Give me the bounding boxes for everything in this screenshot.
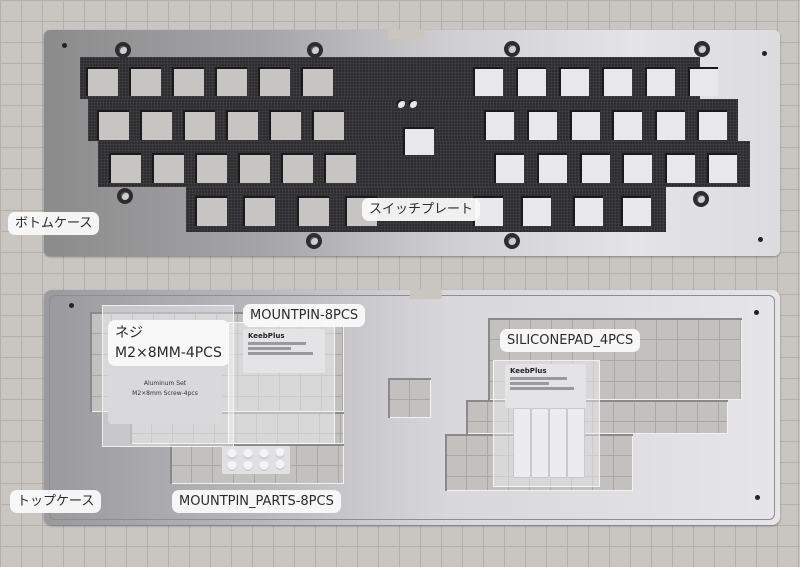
label-switch-plate: スイッチプレート <box>362 198 481 221</box>
switch-cutout <box>473 67 503 96</box>
switch-cutout <box>258 67 290 96</box>
switch-cutout <box>484 110 514 140</box>
switch-cutout <box>109 153 141 183</box>
silicone-pad <box>549 408 567 478</box>
screw-hole-icon <box>755 495 760 500</box>
mountpin-parts-sheet <box>222 446 290 474</box>
card-text-line <box>510 382 550 385</box>
switch-cutout <box>697 110 727 140</box>
mount-tab-icon <box>117 188 133 204</box>
mount-tab-icon <box>504 233 520 249</box>
switch-cutout <box>516 67 546 96</box>
screw-hole-icon <box>62 43 67 48</box>
switch-cutout <box>129 67 161 96</box>
card-text-line <box>248 342 306 345</box>
switch-cutout <box>86 67 118 96</box>
siliconepad-card: KeebPlus <box>505 364 586 408</box>
silicone-pad <box>531 408 549 478</box>
card-text-line <box>510 387 574 390</box>
screw-card-line2: M2×8mm Screw-4pcs <box>132 390 198 397</box>
bump-dot <box>227 449 237 459</box>
switch-cutout <box>527 110 557 140</box>
bump-dot <box>243 461 253 471</box>
switch-cutout <box>243 196 275 226</box>
label-screws: ネジ M2×8MM-4PCS <box>108 320 229 366</box>
switch-cutout <box>602 67 632 96</box>
mount-tab-icon <box>504 41 520 57</box>
screw-card: Aluminum Set M2×8mm Screw-4pcs <box>108 362 222 424</box>
switch-cutout <box>195 196 227 226</box>
switch-cutout <box>570 110 600 140</box>
screw-card-line1: Aluminum Set <box>143 380 187 387</box>
label-top-case: トップケース <box>10 490 102 513</box>
screw-hole-icon <box>754 310 759 315</box>
switch-cutout <box>655 110 685 140</box>
silicone-pad <box>513 408 531 478</box>
switch-cutout <box>152 153 184 183</box>
top-case-center-cutout <box>388 378 431 418</box>
bottom-case-notch <box>388 29 424 39</box>
siliconepad-card-brand: KeebPlus <box>510 367 547 375</box>
center-hole <box>396 99 405 108</box>
switch-cutout <box>707 153 737 183</box>
bump-dot <box>259 461 269 471</box>
label-screws-name: ネジ <box>115 325 143 341</box>
switch-cutout <box>172 67 204 96</box>
switch-cutout <box>195 153 227 183</box>
card-text-line <box>248 352 313 355</box>
silicone-pad <box>567 408 585 478</box>
center-hole <box>408 99 417 108</box>
center-cutout <box>403 127 434 155</box>
top-case-notch <box>410 289 442 299</box>
mountpin-card-brand: KeebPlus <box>248 332 285 340</box>
label-screws-spec: M2×8MM-4PCS <box>115 345 222 361</box>
mount-tab-icon <box>306 233 322 249</box>
card-text-line <box>510 377 567 380</box>
screw-hole-icon <box>69 303 74 308</box>
screw-hole-icon <box>758 237 763 242</box>
switch-cutout <box>269 110 301 140</box>
switch-cutout <box>580 153 610 183</box>
bump-dot <box>243 449 253 459</box>
switch-cutout <box>688 67 718 96</box>
switch-cutout <box>324 153 356 183</box>
switch-cutout <box>226 110 258 140</box>
bump-dot <box>275 448 285 458</box>
card-text-line <box>248 347 292 350</box>
mount-tab-icon <box>693 191 709 207</box>
switch-cutout <box>573 196 603 226</box>
switch-cutout <box>521 196 551 226</box>
switch-cutout <box>621 196 651 226</box>
switch-cutout <box>183 110 215 140</box>
screw-hole-icon <box>762 51 767 56</box>
bump-dot <box>227 461 237 471</box>
label-mountpin-parts: MOUNTPIN_PARTS-8PCS <box>172 490 341 513</box>
switch-cutout <box>238 153 270 183</box>
switch-cutout <box>537 153 567 183</box>
bump-dot <box>259 449 269 459</box>
label-mountpin: MOUNTPIN-8PCS <box>243 304 366 327</box>
mount-tab-icon <box>307 42 323 58</box>
switch-cutout <box>645 67 675 96</box>
mount-tab-icon <box>694 41 710 57</box>
switch-cutout <box>281 153 313 183</box>
label-silicone-pad: SILICONEPAD_4PCS <box>500 329 641 352</box>
switch-cutout <box>215 67 247 96</box>
switch-cutout <box>312 110 344 140</box>
switch-cutout <box>97 110 129 140</box>
label-bottom-case: ボトムケース <box>8 212 100 235</box>
bump-dot <box>275 460 285 470</box>
switch-cutout <box>494 153 524 183</box>
switch-cutout <box>622 153 652 183</box>
switch-cutout <box>559 67 589 96</box>
mountpin-card: KeebPlus <box>243 329 325 373</box>
switch-cutout <box>612 110 642 140</box>
switch-cutout <box>140 110 172 140</box>
switch-cutout <box>665 153 695 183</box>
mount-tab-icon <box>115 42 131 58</box>
switch-cutout <box>301 67 333 96</box>
switch-cutout <box>297 196 329 226</box>
